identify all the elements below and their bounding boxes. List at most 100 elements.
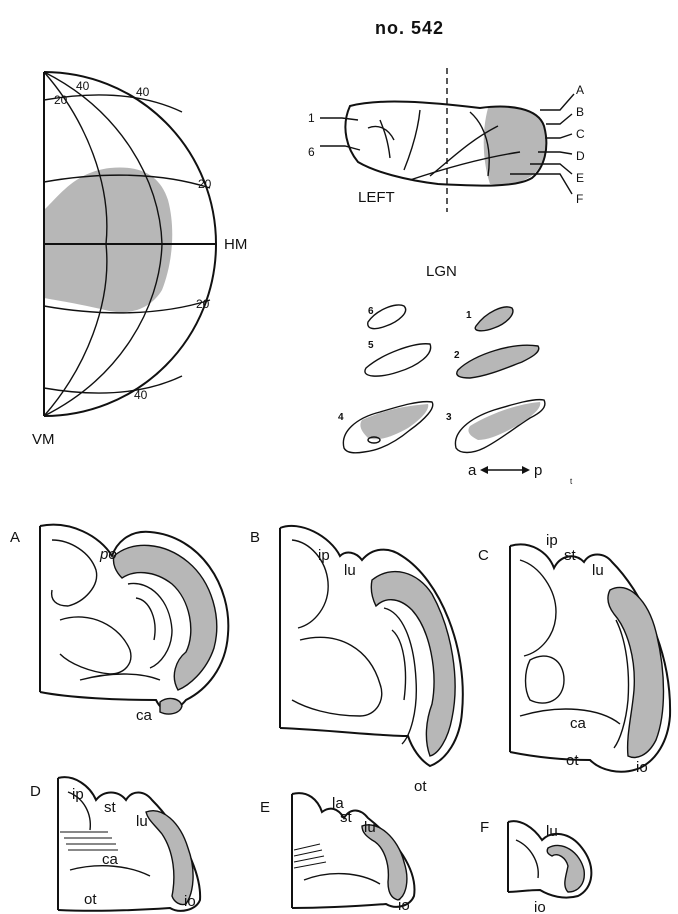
leader-A bbox=[540, 94, 574, 110]
section-key-D: D bbox=[576, 149, 585, 163]
section-key-A: A bbox=[576, 83, 584, 97]
section-D-label-ip: ip bbox=[72, 786, 84, 803]
sulcus-3 bbox=[404, 110, 420, 170]
ecc-label-20-top: 20 bbox=[54, 93, 68, 107]
section-A: A po ca bbox=[10, 525, 228, 724]
section-A-blob bbox=[160, 699, 182, 714]
ecc-label-40-top-inner: 40 bbox=[76, 79, 90, 93]
section-B-shaded bbox=[371, 572, 455, 756]
brain-label-6: 6 bbox=[308, 145, 315, 159]
section-D-hatch bbox=[60, 832, 118, 850]
section-B-inner bbox=[292, 637, 382, 716]
sulcus-2 bbox=[380, 120, 390, 158]
stray-mark: t bbox=[570, 477, 573, 486]
section-B-label-lu: lu bbox=[344, 562, 356, 579]
brain-lateral-view: 1 6 A B C D E F LEFT bbox=[308, 68, 585, 212]
section-A-calc bbox=[80, 674, 160, 680]
section-E-shaded bbox=[362, 825, 407, 900]
lgn-panel: LGN 6 1 5 2 4 3 a p t bbox=[338, 263, 573, 486]
brain-label-1: 1 bbox=[308, 111, 315, 125]
section-A-label-ca: ca bbox=[136, 707, 153, 724]
section-C-wm bbox=[520, 560, 556, 656]
section-B-label-ot: ot bbox=[414, 778, 427, 795]
lgn-anterior-label: a bbox=[468, 462, 477, 479]
section-key-F: F bbox=[576, 192, 583, 206]
section-B-letter: B bbox=[250, 529, 260, 546]
section-C-label-io: io bbox=[636, 759, 648, 776]
visual-field-map: 20 40 40 20 20 40 HM VM bbox=[32, 72, 247, 448]
section-key-B: B bbox=[576, 105, 584, 119]
section-F-label-lu: lu bbox=[546, 823, 558, 840]
section-key-E: E bbox=[576, 171, 584, 185]
leader-1 bbox=[320, 118, 358, 120]
lgn-posterior-label: p bbox=[534, 462, 542, 479]
section-C-letter: C bbox=[478, 547, 489, 564]
section-F: F lu io bbox=[480, 819, 591, 914]
section-F-label-io: io bbox=[534, 899, 546, 914]
lgn-axis-arrowhead-left bbox=[480, 466, 488, 474]
lgn-layer-2 bbox=[457, 345, 539, 378]
section-E-letter: E bbox=[260, 799, 270, 816]
vm-label: VM bbox=[32, 431, 55, 448]
section-D: D ip st lu ca ot io bbox=[30, 777, 200, 911]
section-E-inner bbox=[304, 874, 380, 884]
section-E-label-lu: lu bbox=[364, 819, 376, 836]
lgn-label-4: 4 bbox=[338, 412, 344, 423]
ecc-label-20-lower-right: 20 bbox=[196, 297, 210, 311]
section-C-label-ca: ca bbox=[570, 715, 587, 732]
section-A-shaded bbox=[113, 545, 216, 690]
lgn-label-1: 1 bbox=[466, 310, 472, 321]
section-C-label-st: st bbox=[564, 547, 577, 564]
lgn-layer-5 bbox=[365, 344, 431, 376]
section-B-fold-1 bbox=[384, 608, 416, 744]
hm-label: HM bbox=[224, 236, 247, 253]
leader-6 bbox=[320, 146, 360, 150]
hemisphere-label: LEFT bbox=[358, 189, 395, 206]
section-D-label-lu: lu bbox=[136, 813, 148, 830]
section-D-label-ot: ot bbox=[84, 891, 97, 908]
section-C-label-ot: ot bbox=[566, 752, 579, 769]
section-A-wm bbox=[52, 540, 97, 606]
section-D-shaded bbox=[146, 811, 193, 905]
polar-line-lower-2 bbox=[44, 376, 182, 393]
section-key-C: C bbox=[576, 127, 585, 141]
sulcus-1 bbox=[368, 127, 394, 141]
section-D-label-io: io bbox=[184, 893, 196, 910]
lgn-label-6: 6 bbox=[368, 306, 374, 317]
lgn-label-5: 5 bbox=[368, 340, 374, 351]
lgn-label-2: 2 bbox=[454, 350, 460, 361]
section-C-fold-1 bbox=[614, 620, 629, 748]
section-E-hatch bbox=[294, 844, 326, 868]
section-C-bulge bbox=[526, 656, 565, 703]
section-E-label-io: io bbox=[398, 897, 410, 914]
section-F-shaded bbox=[547, 845, 584, 892]
section-D-letter: D bbox=[30, 783, 41, 800]
section-A-fold-2 bbox=[136, 598, 155, 640]
lgn-layer-1 bbox=[475, 307, 513, 331]
ecc-label-40-top-outer: 40 bbox=[136, 85, 150, 99]
section-C-shaded bbox=[608, 587, 664, 757]
leader-B bbox=[546, 114, 572, 124]
lgn-title: LGN bbox=[426, 263, 457, 280]
section-C-label-ip: ip bbox=[546, 532, 558, 549]
section-A-letter: A bbox=[10, 529, 20, 546]
section-D-label-st: st bbox=[104, 799, 117, 816]
leader-C bbox=[545, 134, 572, 138]
section-D-label-ca: ca bbox=[102, 851, 119, 868]
section-E: E la st lu io bbox=[260, 793, 414, 914]
section-F-fold bbox=[516, 840, 538, 878]
ecc-label-40-bottom: 40 bbox=[134, 388, 148, 402]
section-A-inner bbox=[60, 617, 131, 674]
ecc-label-20-upper-right: 20 bbox=[198, 177, 212, 191]
section-E-label-st: st bbox=[340, 809, 353, 826]
case-number: no. 542 bbox=[375, 18, 444, 38]
section-B: B ip lu ot bbox=[250, 526, 463, 795]
lgn-axis-arrowhead-right bbox=[522, 466, 530, 474]
section-F-letter: F bbox=[480, 819, 489, 836]
section-B-fold-2 bbox=[392, 630, 406, 700]
section-C-label-lu: lu bbox=[592, 562, 604, 579]
section-B-label-ip: ip bbox=[318, 547, 330, 564]
section-A-fold-1 bbox=[128, 583, 172, 668]
lgn-label-3: 3 bbox=[446, 412, 452, 423]
